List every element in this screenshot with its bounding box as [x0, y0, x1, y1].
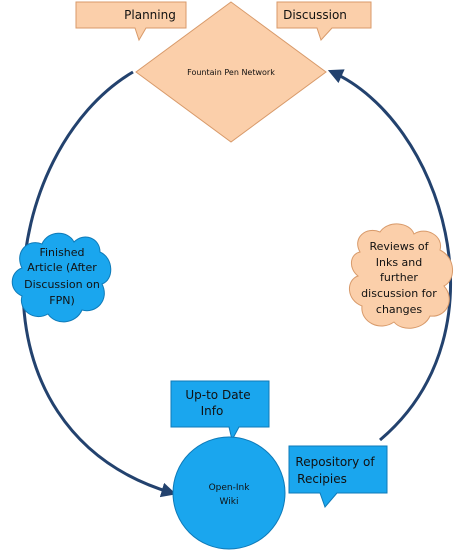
reviews-line-1: Reviews of [369, 240, 429, 253]
finished-article-line-4: FPN) [49, 294, 74, 307]
finished-article-line-3: Discussion on [24, 278, 100, 291]
finished-article-line-2: Article (After [27, 261, 97, 274]
up-to-date-line-1: Up-to Date [185, 388, 250, 402]
up-to-date-line-2: Info [201, 404, 224, 418]
discussion-callout [276, 1, 372, 41]
planning-label: Planning [124, 8, 176, 22]
repository-line-1: Repository of [295, 455, 375, 469]
repository-callout [288, 445, 388, 508]
wiki-label-line-2: Wiki [220, 497, 239, 507]
fpn-label: Fountain Pen Network [187, 68, 275, 77]
finished-article-line-1: Finished [39, 246, 84, 259]
wiki-label-line-1: Open-Ink [209, 483, 251, 493]
right-cycle-arrow [327, 69, 452, 442]
fpn-diamond [135, 1, 327, 143]
up-to-date-callout [170, 380, 270, 442]
reviews-line-3: further [380, 271, 418, 284]
planning-callout [75, 1, 187, 42]
reviews-line-5: changes [376, 303, 422, 316]
finished-article-cloud [11, 232, 112, 323]
discussion-label: Discussion [283, 8, 347, 22]
reviews-cloud [349, 223, 453, 329]
repository-line-2: Recipies [297, 472, 347, 486]
open-ink-wiki-node [172, 436, 286, 550]
reviews-line-2: Inks and [376, 256, 423, 269]
reviews-line-4: discussion for [361, 287, 437, 300]
